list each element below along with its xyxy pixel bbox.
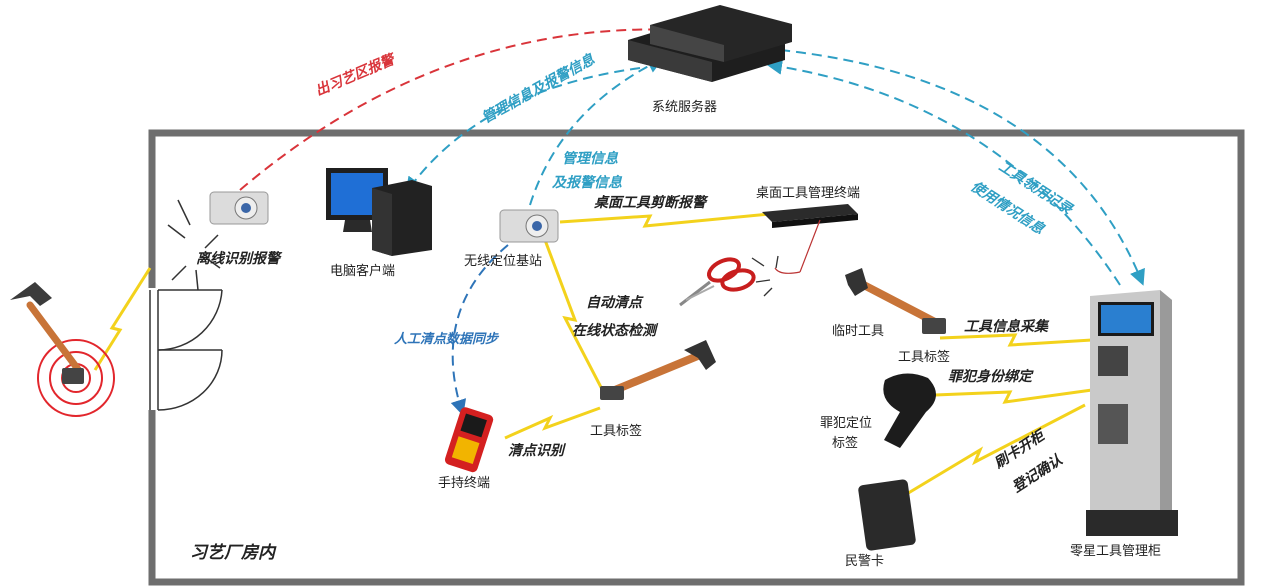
- server-icon: [628, 5, 792, 82]
- auto-count-label: 自动清点: [586, 295, 642, 311]
- hammer-icon-temp: [845, 268, 946, 334]
- wireless-base-icon: [499, 209, 559, 243]
- wireless-base-label: 无线定位基站: [464, 254, 543, 269]
- inmate-tag-icon: [883, 373, 937, 448]
- temp-tool-label: 临时工具: [832, 324, 885, 339]
- inmate-tag-label-2: 标签: [832, 436, 859, 451]
- tool-info-collect-label: 工具信息采集: [964, 319, 1048, 335]
- desk-terminal-label: 桌面工具管理终端: [756, 186, 861, 201]
- signal-lines: [93, 212, 1093, 497]
- cabinet-label: 零星工具管理柜: [1070, 544, 1162, 559]
- mgmt-info-label-1: 管理信息: [562, 151, 618, 167]
- exit-alarm-arrow: [239, 21, 684, 191]
- desk-cut-alarm-label: 桌面工具剪断报警: [594, 195, 706, 211]
- pc-client-icon: [326, 168, 432, 256]
- inmate-bind-label: 罪犯身份绑定: [948, 369, 1032, 385]
- server-label: 系统服务器: [652, 100, 718, 115]
- door-icon: [149, 289, 223, 411]
- mgmt-alarm-arrow: [405, 67, 641, 194]
- scissors-icon: [679, 257, 756, 307]
- tool-tag-center-label: 工具标签: [590, 424, 643, 439]
- police-card-label: 民警卡: [845, 554, 885, 569]
- offline-alarm-label: 离线识别报警: [196, 251, 280, 267]
- offline-reader-icon: [209, 191, 269, 225]
- manual-sync-arrow: [450, 244, 509, 416]
- handheld-icon: [444, 407, 494, 473]
- manual-sync-label: 人工清点数据同步: [394, 332, 499, 347]
- area-label: 习艺厂房内: [190, 543, 275, 563]
- online-check-label: 在线状态检测: [572, 323, 656, 339]
- handheld-label: 手持终端: [438, 476, 491, 491]
- cabinet-server-arrow-outer: [779, 49, 1145, 286]
- alarm-burst-icon: [167, 199, 221, 291]
- hammer-icon-center: [600, 340, 716, 400]
- hammer-icon-outside: [10, 282, 84, 384]
- inmate-tag-label-1: 罪犯定位: [820, 416, 873, 431]
- mgmt-info-label-2: 及报警信息: [552, 175, 622, 191]
- base-to-server-arrow: [529, 58, 664, 206]
- cabinet-server-arrow-inner: [766, 58, 1121, 286]
- police-card-icon: [858, 479, 916, 551]
- tool-tag-right-label: 工具标签: [898, 350, 951, 365]
- pc-client-label: 电脑客户端: [330, 264, 396, 279]
- cut-alarm-burst-icon: [751, 255, 779, 297]
- desk-terminal-icon: [762, 204, 858, 274]
- cabinet-icon: [1086, 290, 1178, 536]
- count-identify-label: 清点识别: [508, 443, 564, 459]
